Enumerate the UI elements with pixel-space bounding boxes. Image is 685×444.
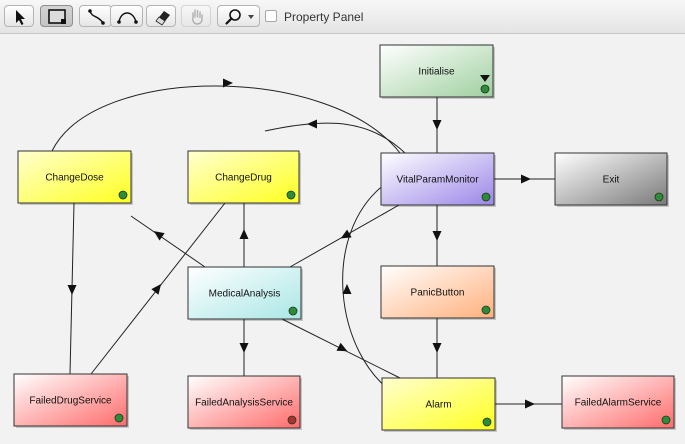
node-box[interactable] <box>554 152 668 206</box>
node-rectangle-icon <box>48 9 66 24</box>
edge-arrowhead <box>432 231 442 241</box>
edge-arrowhead <box>67 285 77 295</box>
node-failedalarmservice[interactable]: FailedAlarmService <box>561 375 676 430</box>
node-label: Alarm <box>425 400 451 411</box>
status-indicator-icon <box>286 190 296 200</box>
edge-line-icon <box>88 9 105 25</box>
node-changedose[interactable]: ChangeDose <box>17 150 133 205</box>
node-medicalanalysis[interactable]: MedicalAnalysis <box>187 266 303 321</box>
zoom-tool-button[interactable] <box>217 5 260 27</box>
edge-arrowhead <box>239 343 249 353</box>
node-box[interactable] <box>187 266 302 320</box>
edge-arrowhead <box>151 284 162 295</box>
node-exit[interactable]: Exit <box>554 152 669 207</box>
edge-arrowhead <box>340 229 352 239</box>
node-box[interactable] <box>187 375 301 429</box>
edge-arrowhead <box>307 119 317 129</box>
node-box[interactable] <box>187 150 300 204</box>
node-label: MedicalAnalysis <box>209 289 281 300</box>
node-label: ChangeDose <box>45 173 104 184</box>
edge-arrowhead <box>153 231 165 241</box>
edge-arrowhead <box>239 229 249 239</box>
toolbar: Property Panel <box>0 0 685 34</box>
node-tool-button[interactable] <box>40 5 73 27</box>
status-indicator-icon <box>118 190 128 200</box>
property-panel-checkbox[interactable] <box>265 10 277 22</box>
node-panicbutton[interactable]: PanicButton <box>380 265 496 320</box>
node-box[interactable] <box>380 265 495 319</box>
node-box[interactable] <box>379 44 494 98</box>
edge-vitalparammonitor-to-changedrug[interactable] <box>264 122 406 154</box>
node-vitalparammonitor[interactable]: VitalParamMonitor <box>380 152 496 207</box>
node-label: VitalParamMonitor <box>396 175 479 186</box>
pointer-arrow-icon <box>16 10 25 25</box>
magnifier-icon <box>225 9 254 25</box>
node-label: PanicButton <box>411 288 465 299</box>
eraser-tool-button[interactable] <box>146 5 176 27</box>
node-label: Initialise <box>418 67 455 78</box>
edge-arrowhead <box>342 284 352 294</box>
straight-edge-tool-button[interactable] <box>79 5 112 27</box>
node-box[interactable] <box>13 373 128 427</box>
hand-icon <box>192 9 203 25</box>
edge-changedose-to-vitalparammonitor[interactable] <box>51 85 401 154</box>
node-box[interactable] <box>380 152 495 206</box>
node-box[interactable] <box>561 375 675 429</box>
edge-arrowhead <box>432 120 442 130</box>
status-indicator-icon <box>661 415 671 425</box>
edge-curve-icon <box>117 12 138 24</box>
node-changedrug[interactable]: ChangeDrug <box>187 150 301 205</box>
status-indicator-icon <box>288 306 298 316</box>
status-indicator-icon <box>480 84 490 94</box>
node-faileddrugservice[interactable]: FailedDrugService <box>13 373 129 428</box>
node-label: Exit <box>603 175 620 186</box>
edge-medicalanalysis-to-changedose[interactable] <box>130 215 206 268</box>
eraser-icon <box>155 11 170 26</box>
node-label: FailedDrugService <box>29 396 112 407</box>
node-label: ChangeDrug <box>215 173 272 184</box>
select-tool-button[interactable] <box>4 5 34 27</box>
initial-state-marker-icon <box>480 75 490 82</box>
edge-arrowhead <box>521 174 531 184</box>
node-label: FailedAlarmService <box>575 398 662 409</box>
status-indicator-icon <box>481 192 491 202</box>
node-failedanalysisservice[interactable]: FailedAnalysisService <box>187 375 302 430</box>
edge-arrowhead <box>223 78 233 88</box>
edge-arrowhead <box>525 399 535 409</box>
status-indicator-icon <box>287 415 297 425</box>
property-panel-label: Property Panel <box>284 10 364 24</box>
node-box[interactable] <box>17 150 132 204</box>
pan-tool-button[interactable] <box>181 5 211 27</box>
node-box[interactable] <box>381 377 496 431</box>
edge-arrowhead <box>336 342 348 352</box>
edge-arrowhead <box>432 343 442 353</box>
status-indicator-icon <box>481 305 491 315</box>
node-initialise[interactable]: Initialise <box>379 44 495 99</box>
status-indicator-icon <box>654 192 664 202</box>
status-indicator-icon <box>114 413 124 423</box>
status-indicator-icon <box>482 417 492 427</box>
node-label: FailedAnalysisService <box>195 398 293 409</box>
curved-edge-tool-button[interactable] <box>110 5 143 27</box>
node-alarm[interactable]: Alarm <box>381 377 497 432</box>
